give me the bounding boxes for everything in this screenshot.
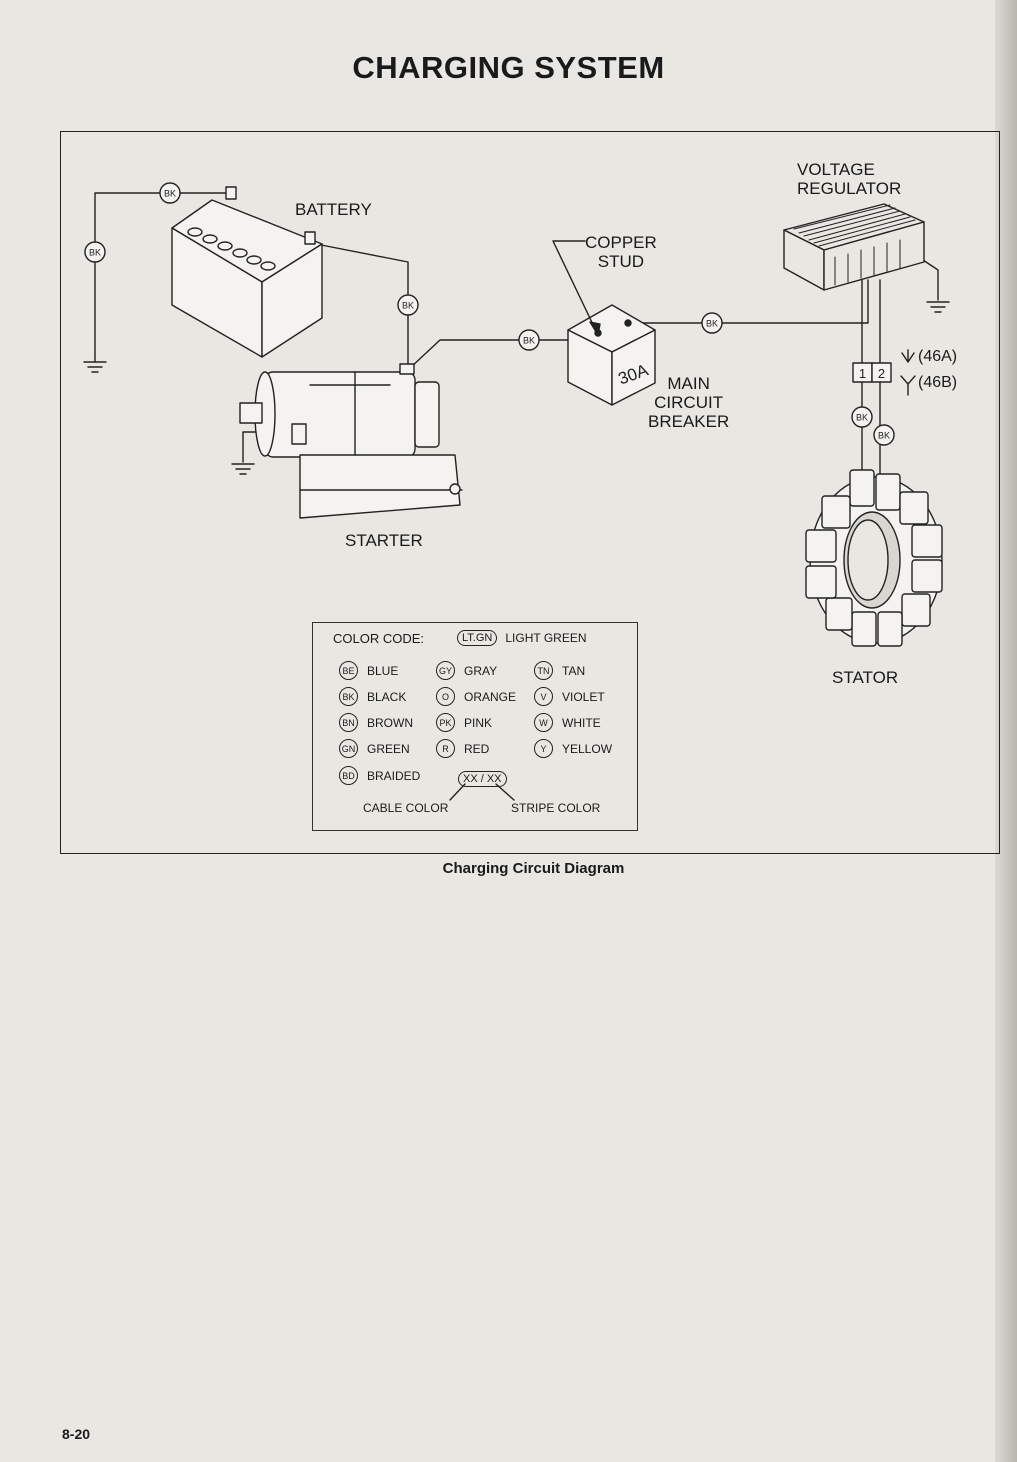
battery-starter-wire (310, 242, 409, 371)
legend-light-green: LT.GN LIGHT GREEN (457, 630, 587, 646)
starter-breaker-wire (409, 339, 599, 369)
svg-text:BK: BK (856, 413, 868, 423)
color-badge: BE (339, 661, 358, 680)
voltage-regulator-label: VOLTAGE REGULATOR (797, 160, 902, 198)
battery-positive-terminal (304, 231, 316, 245)
starter-motor (239, 363, 463, 519)
legend-entry: PK PINK (436, 713, 492, 732)
main-circuit-breaker (567, 304, 656, 406)
battery (171, 186, 323, 358)
stator (805, 469, 943, 647)
battery-ground-wire (94, 192, 231, 356)
color-name: GREEN (367, 741, 410, 756)
connector (852, 362, 892, 383)
color-badge: R (436, 739, 455, 758)
color-badge: LT.GN (457, 630, 498, 646)
color-code-legend: COLOR CODE: LT.GN LIGHT GREEN BE BLUE BK… (312, 622, 638, 831)
legend-entry: Y YELLOW (534, 739, 612, 758)
stator-pole (805, 469, 943, 647)
color-name: BRAIDED (367, 768, 421, 783)
svg-text:BK: BK (706, 319, 718, 329)
starter-label: STARTER (345, 531, 423, 550)
ground-symbol (83, 354, 107, 373)
copper-stud-label: COPPER STUD (585, 233, 657, 271)
wiring (94, 192, 939, 476)
connector-pin-1: 1 (859, 366, 866, 381)
color-badge: Y (534, 739, 553, 758)
stripe-color-label: STRIPE COLOR (511, 801, 601, 815)
color-badge: PK (436, 713, 455, 732)
bk-wire-tag: BK (701, 312, 723, 334)
voltage-regulator (783, 203, 925, 291)
color-badge: W (534, 713, 553, 732)
legend-entry: W WHITE (534, 713, 601, 732)
color-name: TAN (562, 663, 586, 678)
legend-entry: GY GRAY (436, 661, 497, 680)
legend-entry: BE BLUE (339, 661, 398, 680)
color-name: YELLOW (562, 741, 613, 756)
color-badge: BD (339, 766, 358, 785)
bk-wire-tag: BK (873, 424, 895, 446)
svg-text:BK: BK (878, 431, 890, 441)
legend-entry: R RED (436, 739, 489, 758)
color-name: ORANGE (464, 689, 517, 704)
connector-pin-2: 2 (878, 366, 885, 381)
legend-entry: GN GREEN (339, 739, 410, 758)
color-badge: BK (339, 687, 358, 706)
main-circuit-breaker-label: MAIN CIRCUIT BREAKER (648, 374, 730, 431)
cable-stripe-example: XX / XX (458, 771, 507, 787)
bk-wire-tag: BK (518, 329, 540, 351)
legend-entry: TN TAN (534, 661, 585, 680)
bk-wire-tag: BK (397, 294, 419, 316)
cable-color-label: CABLE COLOR (363, 801, 449, 815)
ground-symbol (231, 463, 255, 475)
copper-stud-pointer (552, 240, 599, 336)
color-name: PINK (464, 715, 493, 730)
color-name: VIOLET (562, 689, 605, 704)
connector-46a-label: (46A) (918, 348, 958, 365)
color-name: BLACK (367, 689, 407, 704)
page-number: 8-20 (62, 1426, 91, 1442)
bk-wire-tag: BK (159, 182, 181, 204)
color-name: RED (464, 741, 490, 756)
battery-label: BATTERY (295, 200, 372, 219)
page-title: CHARGING SYSTEM (352, 50, 665, 85)
bk-wire-tag: BK (84, 241, 106, 263)
color-badge: BN (339, 713, 358, 732)
color-name: WHITE (562, 715, 601, 730)
figure-caption: Charging Circuit Diagram (442, 860, 625, 877)
connector-46b-label: (46B) (918, 374, 958, 391)
figure-frame (60, 131, 1000, 854)
bk-wire-tag: BK (851, 406, 873, 428)
svg-text:BK: BK (523, 336, 535, 346)
regulator-ground-wire (919, 257, 939, 301)
color-name: GRAY (464, 663, 498, 678)
color-name: BLUE (367, 663, 399, 678)
connector-symbols (900, 349, 916, 396)
starter-post (399, 363, 415, 375)
legend-entry: BD BRAIDED (339, 766, 420, 785)
ground-symbol (926, 301, 950, 313)
color-badge: O (436, 687, 455, 706)
cable-color-leader (449, 783, 466, 801)
battery-negative-terminal (225, 186, 237, 200)
page-edge-shadow (995, 0, 1017, 1462)
legend-entry: V VIOLET (534, 687, 605, 706)
color-badge: GY (436, 661, 455, 680)
color-name: LIGHT GREEN (505, 631, 587, 645)
pointer-arrowhead (589, 321, 601, 336)
color-badge: V (534, 687, 553, 706)
svg-text:BK: BK (402, 301, 414, 311)
color-badge: GN (339, 739, 358, 758)
legend-entry: BK BLACK (339, 687, 406, 706)
color-badge: TN (534, 661, 553, 680)
legend-entry: O ORANGE (436, 687, 516, 706)
legend-title: COLOR CODE: (333, 631, 425, 646)
svg-text:BK: BK (89, 248, 101, 258)
svg-text:BK: BK (164, 189, 176, 199)
color-name: BROWN (367, 715, 413, 730)
stator-label: STATOR (832, 668, 899, 687)
legend-entry: BN BROWN (339, 713, 413, 732)
